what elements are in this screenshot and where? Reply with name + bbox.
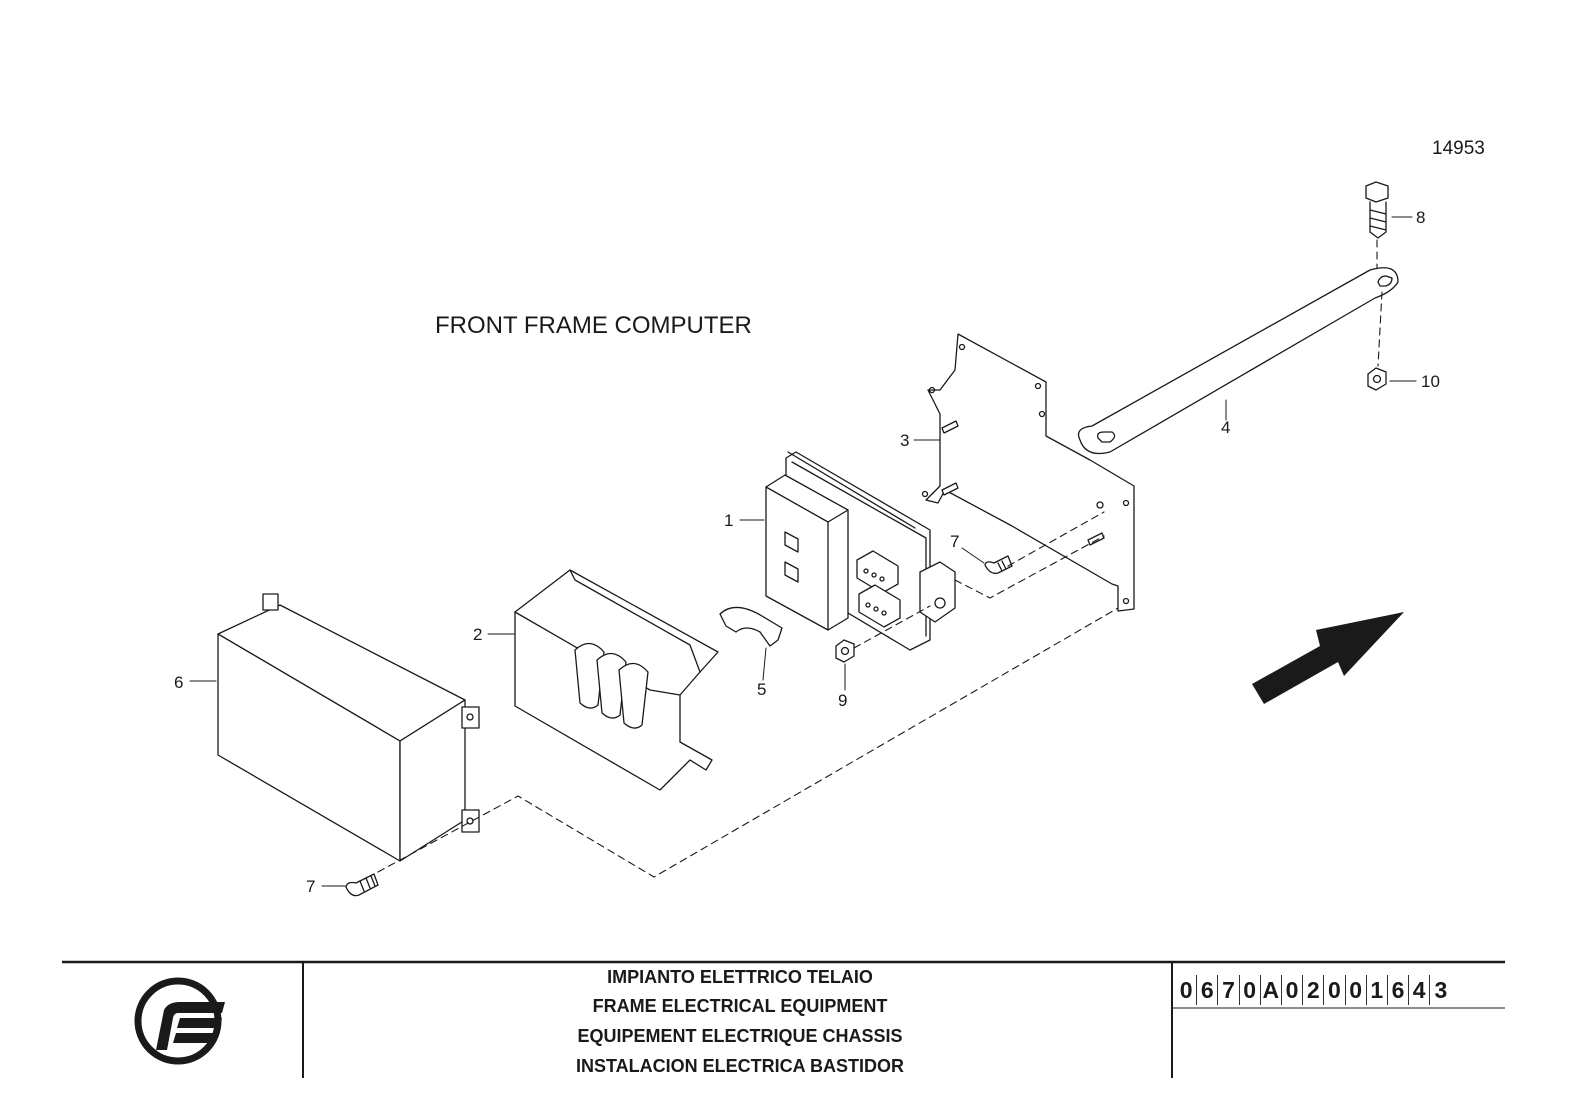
part-number-char: 0 bbox=[1324, 975, 1346, 1005]
part-number-char: 0 bbox=[1176, 975, 1198, 1005]
callout-4: 4 bbox=[1221, 418, 1230, 437]
part-number-char: 1 bbox=[1367, 975, 1388, 1005]
company-logo bbox=[134, 977, 225, 1065]
part-number-char: 0 bbox=[1282, 975, 1304, 1005]
part-number-char: 4 bbox=[1409, 975, 1431, 1005]
part-2-boot-cover bbox=[514, 569, 719, 791]
part-number-char: 0 bbox=[1346, 975, 1367, 1005]
callout-10: 10 bbox=[1421, 372, 1440, 391]
part-number-char: 7 bbox=[1218, 975, 1240, 1005]
title-italian: IMPIANTO ELETTRICO TELAIO bbox=[607, 967, 873, 987]
part-number-char: 0 bbox=[1240, 975, 1261, 1005]
part-9-nut bbox=[835, 639, 855, 663]
mounting-bracket-plate bbox=[921, 333, 1135, 612]
title-spanish: INSTALACION ELECTRICA BASTIDOR bbox=[576, 1056, 904, 1076]
callout-2: 2 bbox=[473, 625, 482, 644]
part-number-char: 3 bbox=[1434, 976, 1448, 1003]
callout-1: 1 bbox=[724, 511, 733, 530]
clamp-block bbox=[919, 561, 956, 623]
part-number-char: 6 bbox=[1197, 975, 1219, 1005]
part-7-screw-lower bbox=[345, 873, 379, 897]
title-block-frame bbox=[62, 960, 1505, 1078]
section-title: FRONT FRAME COMPUTER bbox=[435, 312, 752, 339]
part-4-support-bar bbox=[1077, 267, 1399, 455]
part-1-computer-unit bbox=[765, 451, 931, 651]
callout-6: 6 bbox=[174, 673, 183, 692]
part-5-cable-clip bbox=[719, 606, 783, 647]
direction-arrow-icon bbox=[1252, 612, 1404, 704]
part-number-char: A bbox=[1261, 975, 1282, 1005]
part-10-nut bbox=[1367, 367, 1387, 391]
title-english: FRAME ELECTRICAL EQUIPMENT bbox=[592, 996, 888, 1016]
reference-number: 14953 bbox=[1432, 138, 1485, 159]
part-8-bolt bbox=[1365, 181, 1389, 239]
part-number: 0 6 7 0 A 0 2 0 0 1 6 4 3 bbox=[1176, 975, 1451, 1005]
callout-9: 9 bbox=[838, 691, 847, 710]
callout-8: 8 bbox=[1416, 208, 1425, 227]
part-number-char: 6 bbox=[1388, 975, 1410, 1005]
part-6-cover-box bbox=[217, 593, 480, 862]
callout-7-lower: 7 bbox=[306, 877, 315, 896]
part-number-char: 2 bbox=[1303, 975, 1325, 1005]
assembly-lines bbox=[377, 239, 1383, 878]
callout-3: 3 bbox=[900, 431, 909, 450]
part-7-screw-upper bbox=[984, 555, 1013, 574]
title-french: EQUIPEMENT ELECTRIQUE CHASSIS bbox=[577, 1026, 903, 1046]
callout-5: 5 bbox=[757, 680, 766, 699]
leader-lines bbox=[189, 216, 1417, 887]
callout-7-upper: 7 bbox=[950, 532, 959, 551]
